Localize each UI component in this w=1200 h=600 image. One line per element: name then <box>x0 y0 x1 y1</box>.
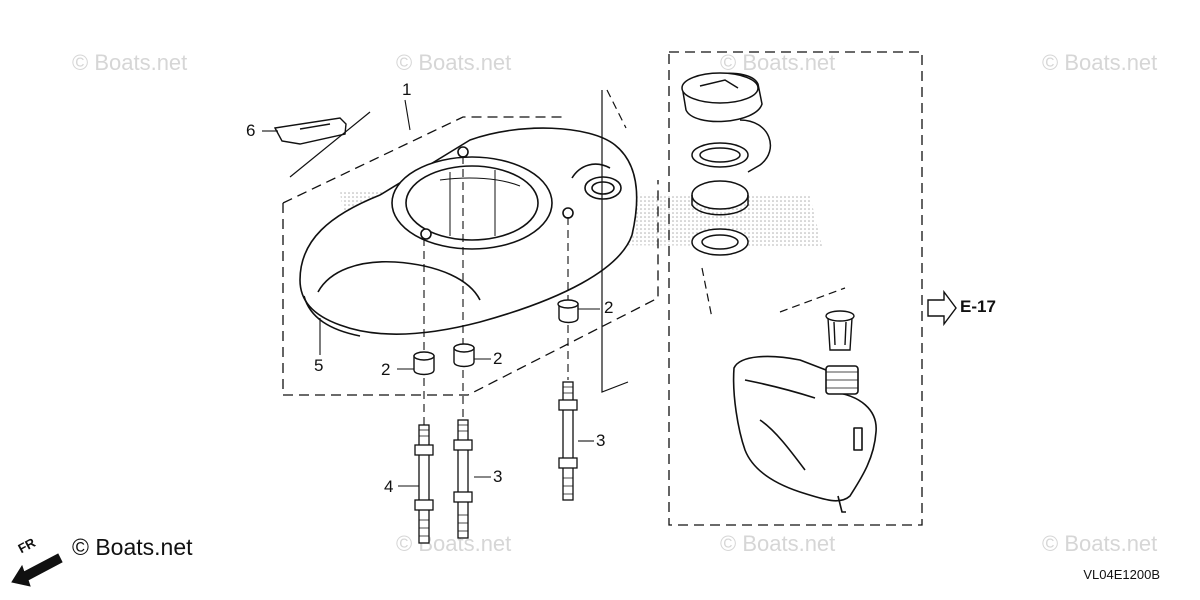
watermark: © Boats.net <box>720 50 836 75</box>
callout-3: 3 <box>493 467 503 486</box>
front-arrow-icon <box>11 553 63 587</box>
watermark: © Boats.net <box>396 50 512 75</box>
clip-part <box>273 111 371 178</box>
watermark: © Boats.net <box>1042 531 1158 556</box>
leader-lines <box>262 99 600 487</box>
callout-3: 3 <box>596 431 606 450</box>
fuel-rings <box>691 142 749 256</box>
reference-label: E-17 <box>960 297 996 316</box>
watermark: © Boats.net <box>396 531 512 556</box>
watermark: © Boats.net <box>1042 50 1158 75</box>
callout-2: 2 <box>493 349 503 368</box>
callout-4: 4 <box>384 477 394 496</box>
tank-connect-lines <box>601 89 846 393</box>
brand-text: © Boats.net <box>72 534 193 560</box>
dashed-center-lines <box>423 156 569 425</box>
fuel-tank-body <box>732 355 877 513</box>
callout-2: 2 <box>381 360 391 379</box>
fuel-cap <box>681 72 771 173</box>
callout-2: 2 <box>604 298 614 317</box>
diagram-code: VL04E1200B <box>1083 567 1160 582</box>
callout-5: 5 <box>314 356 324 375</box>
callout-1: 1 <box>402 80 412 99</box>
callout-6: 6 <box>246 121 256 140</box>
reference-arrow-icon <box>927 289 957 327</box>
grommets <box>413 299 579 376</box>
studs <box>414 381 578 544</box>
fuel-tank-cover <box>299 127 638 337</box>
watermark: © Boats.net <box>72 50 188 75</box>
fuel-filter <box>825 310 855 351</box>
fuel-tank-outline-box <box>668 51 923 526</box>
watermark: © Boats.net <box>720 531 836 556</box>
assembly-outline-left <box>282 116 659 396</box>
